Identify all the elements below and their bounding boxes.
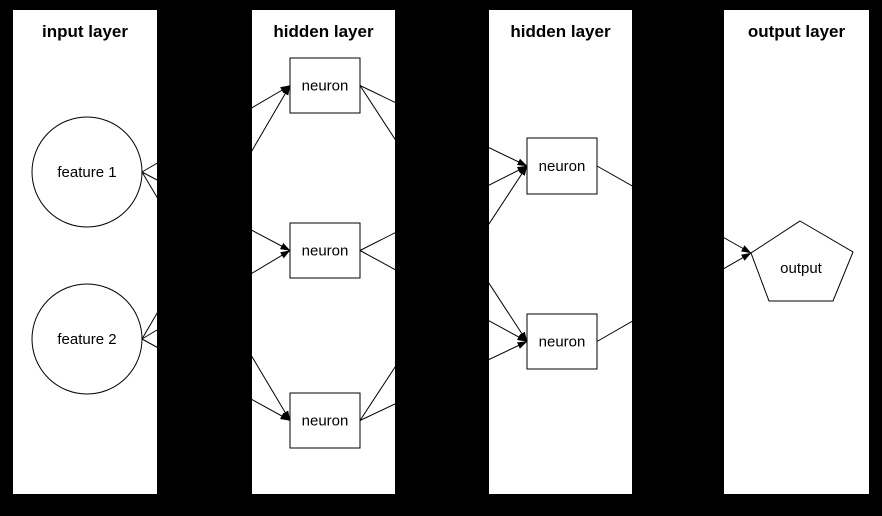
title-hidden-layer-1: hidden layer	[273, 22, 374, 41]
node-h1n3-label: neuron	[302, 413, 349, 430]
node-feature2-circle	[31, 283, 143, 395]
node-h2n2-label: neuron	[539, 334, 586, 351]
node-h1n1-label: neuron	[302, 78, 349, 95]
edge-h1n3-h2n2	[359, 341, 528, 421]
title-hidden-layer-2: hidden layer	[510, 22, 611, 41]
edge-feature1-h1n2	[141, 171, 291, 251]
edge-feature1-h1n3	[141, 171, 291, 421]
node-h1n2-label: neuron	[302, 243, 349, 260]
node-h1n3-box	[289, 392, 361, 449]
edge-feature1-h1n1	[141, 85, 291, 173]
edge-h1n1-h2n2	[359, 85, 528, 342]
edge-h1n3-h2n1	[359, 165, 528, 421]
node-h2n1-box	[526, 137, 598, 195]
edge-h1n2-h2n1	[359, 165, 528, 251]
edge-h1n1-h2n1	[359, 85, 528, 167]
node-h1n1-box	[289, 57, 361, 114]
title-input-layer: input layer	[42, 22, 128, 41]
edge-feature2-h1n3	[141, 338, 291, 421]
panel-hidden-layer-2	[489, 10, 632, 494]
edge-feature2-h1n2	[141, 250, 291, 340]
node-feature2-label: feature 2	[57, 331, 116, 348]
panel-input-layer	[13, 10, 157, 494]
node-feature1-circle	[31, 116, 143, 228]
node-output-label: output	[780, 260, 823, 277]
edge-h2n1-output	[596, 165, 752, 254]
edge-h2n2-output	[596, 252, 752, 342]
title-output-layer: output layer	[748, 22, 846, 41]
node-h2n2-box	[526, 313, 598, 370]
node-h2n1-label: neuron	[539, 158, 586, 175]
node-h1n2-box	[289, 222, 361, 279]
node-output-pentagon	[750, 220, 854, 302]
node-feature1-label: feature 1	[57, 164, 116, 181]
edge-feature2-h1n1	[141, 85, 291, 340]
edge-h1n2-h2n2	[359, 250, 528, 342]
